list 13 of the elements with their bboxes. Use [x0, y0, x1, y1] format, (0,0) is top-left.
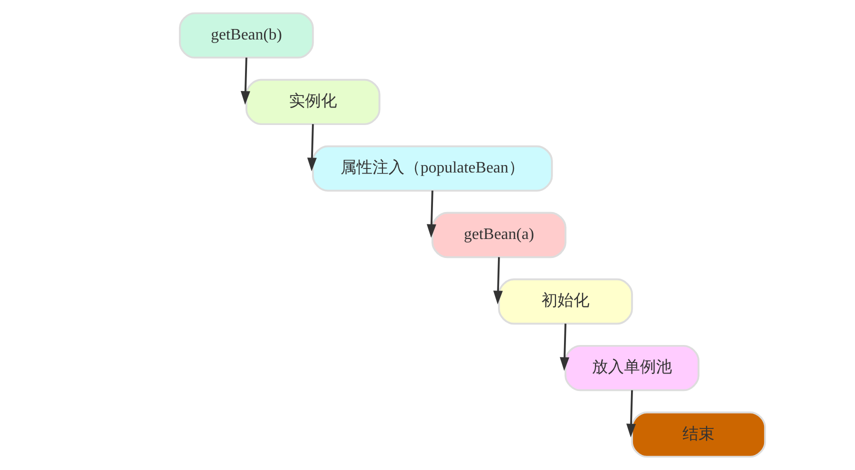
node-box: 放入单例池 [564, 344, 700, 392]
node-box: 属性注入（populateBean） [312, 145, 553, 192]
node-box: 实例化 [245, 78, 380, 126]
node-box: getBean(b) [178, 12, 314, 59]
arrow [426, 190, 436, 238]
arrow [240, 58, 250, 105]
arrow [307, 124, 317, 172]
arrow [560, 324, 570, 371]
node-box: getBean(a) [432, 212, 566, 258]
arrow [626, 390, 636, 438]
node-box: 初始化 [498, 278, 633, 325]
arrow [493, 257, 503, 304]
node-box: 结束 [631, 411, 766, 458]
